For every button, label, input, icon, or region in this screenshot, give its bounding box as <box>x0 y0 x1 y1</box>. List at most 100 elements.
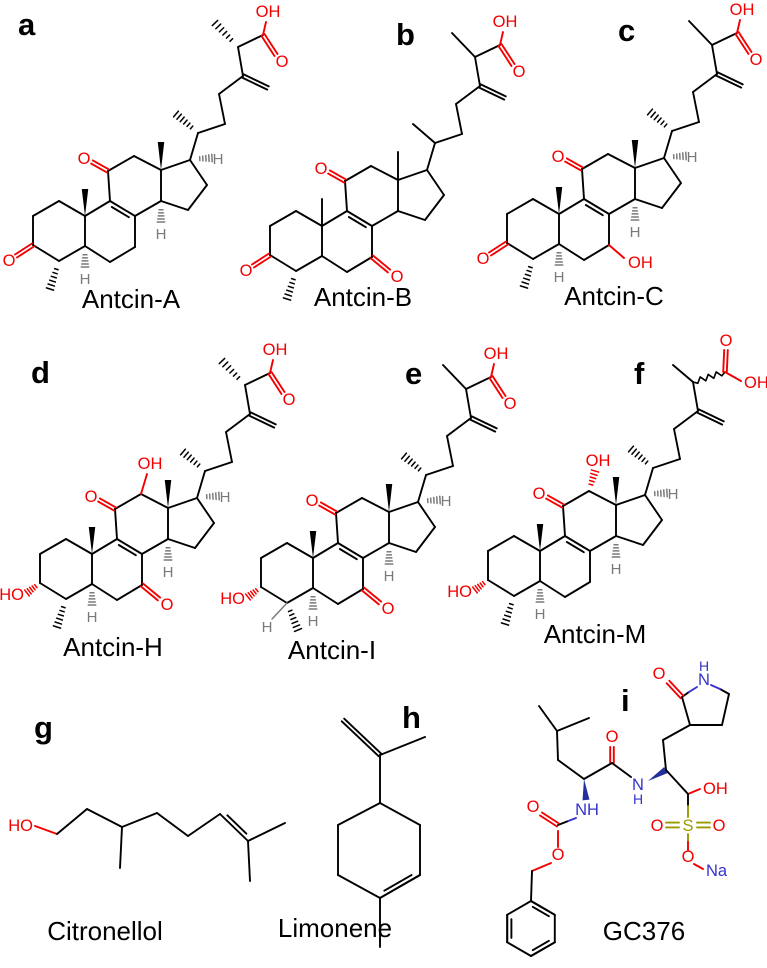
bond <box>282 297 292 301</box>
bond <box>424 194 445 221</box>
bond <box>31 585 36 591</box>
bond <box>615 535 644 546</box>
bond <box>189 159 208 186</box>
bond <box>292 624 301 629</box>
bond <box>522 277 531 281</box>
bond <box>187 813 221 837</box>
bond <box>646 108 654 116</box>
bond <box>39 538 67 555</box>
bond <box>407 458 413 465</box>
compound-name-antcin-i: Antcin-I <box>288 635 376 665</box>
bond <box>546 494 565 506</box>
bond <box>637 454 643 460</box>
bond <box>133 155 162 171</box>
bond <box>347 216 367 229</box>
bond <box>219 813 249 842</box>
bond <box>502 618 511 622</box>
bond <box>287 609 293 613</box>
bond <box>488 377 504 399</box>
bond <box>58 245 86 262</box>
atom-label: O <box>3 252 16 270</box>
bond <box>269 254 297 272</box>
bond <box>608 198 636 215</box>
bond <box>455 85 481 105</box>
panel-letter-c: c <box>618 13 635 48</box>
bond <box>588 479 595 483</box>
bond <box>290 616 297 621</box>
bond <box>564 160 583 172</box>
bond <box>57 613 65 617</box>
bond <box>539 535 566 552</box>
wedge-bond <box>536 524 544 551</box>
compound-name-antcin-b: Antcin-B <box>314 282 412 312</box>
bond <box>400 452 408 460</box>
bond <box>114 493 142 510</box>
bond <box>692 91 700 123</box>
atom-label: H <box>163 564 174 581</box>
atom-label: OH <box>628 254 653 272</box>
bond <box>590 469 600 473</box>
bond <box>179 116 185 123</box>
bond <box>218 93 226 125</box>
bond <box>335 512 339 544</box>
bond <box>225 413 251 433</box>
bond <box>513 580 541 597</box>
atom-label: O <box>552 148 565 166</box>
bond <box>531 939 550 952</box>
bond <box>251 252 270 266</box>
bond <box>249 411 277 426</box>
bond <box>631 448 638 455</box>
bond <box>660 120 665 126</box>
bond <box>590 472 598 477</box>
bond <box>260 586 288 604</box>
bond <box>249 590 255 597</box>
bond <box>562 505 566 537</box>
bond <box>247 840 251 882</box>
atom-label: OH <box>256 3 281 21</box>
bond <box>360 589 380 606</box>
bond <box>371 210 399 227</box>
bond <box>260 542 288 559</box>
bond <box>182 119 188 125</box>
bond <box>558 198 585 215</box>
bond <box>566 817 577 823</box>
bond <box>644 494 663 521</box>
wedge-bond <box>648 767 668 781</box>
panel-letter-d: d <box>31 355 50 390</box>
bond <box>189 457 195 463</box>
bond <box>293 627 303 633</box>
bond <box>229 37 234 43</box>
atom-label: H <box>441 493 452 510</box>
bond <box>252 589 257 595</box>
bond <box>45 287 55 291</box>
bond <box>291 620 299 625</box>
bond <box>340 720 380 758</box>
bond <box>541 811 560 825</box>
bond <box>312 542 339 559</box>
bond <box>581 168 585 200</box>
bond <box>33 583 38 589</box>
bond <box>244 384 251 415</box>
bond <box>229 368 235 374</box>
bond <box>116 538 143 555</box>
bond <box>32 244 60 262</box>
bond <box>121 812 158 828</box>
bond <box>539 814 558 828</box>
bond <box>470 415 498 430</box>
bond <box>557 759 585 780</box>
bond <box>160 159 191 171</box>
atom-label: OH <box>263 341 288 359</box>
bond <box>490 363 495 378</box>
bond <box>47 283 56 287</box>
bond <box>668 679 685 697</box>
bond <box>545 497 564 509</box>
bond <box>295 255 323 272</box>
atom-label: H <box>213 151 224 168</box>
bond <box>167 538 196 549</box>
bond <box>474 44 501 58</box>
bond <box>97 500 116 512</box>
